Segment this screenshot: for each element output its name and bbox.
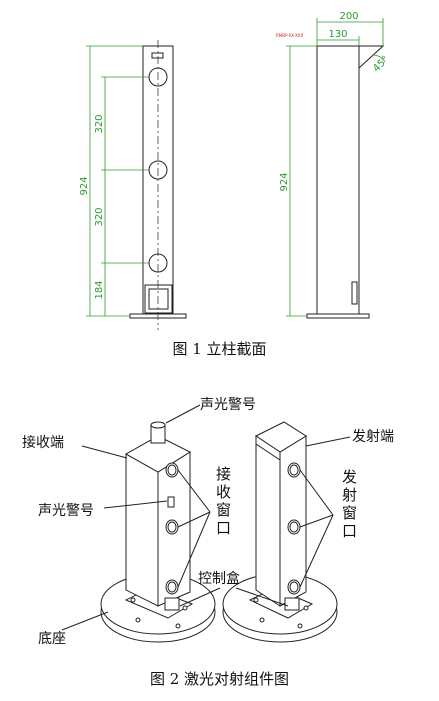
fig2-caption: 图 2 激光对射组件图 [149,670,290,688]
label-receiver-end: 接收端 [22,435,64,451]
label-alarm-top: 声光警号 [200,397,256,413]
dim-overall-width: 200 [339,11,358,22]
dim-total-height-front: 924 [79,176,90,195]
label-receive-window: 接收窗口 [215,465,231,537]
front-view-dim-text: 924 320 320 184 [79,114,105,299]
fig1-caption: 图 1 立柱截面 [172,340,267,358]
leader-lines [61,404,351,631]
transmitter-assembly [222,421,338,643]
dim-angle: 45° [371,54,391,74]
side-view-drawing [306,45,385,319]
receiver-assembly [100,421,216,643]
dim-spacing-mid: 320 [94,207,105,226]
dim-spacing-top: 320 [94,114,105,133]
side-view-dimensions [286,18,386,317]
label-alarm-side: 声光警号 [38,503,94,519]
label-base: 底座 [38,631,66,647]
label-transmit-window: 发射窗口 [341,468,357,540]
dim-bottom: 184 [94,280,105,299]
label-transmit-end: 发射端 [352,429,394,445]
side-view-dim-text: 200 130 924 45° RMBP-XX-XXX [276,11,391,192]
dim-total-height-side: 924 [279,172,290,191]
front-view-dimensions [86,45,150,317]
red-note: RMBP-XX-XXX [276,33,304,38]
front-view-drawing [129,40,187,330]
dim-top-width: 130 [328,29,347,40]
label-control-box: 控制盒 [198,571,240,587]
